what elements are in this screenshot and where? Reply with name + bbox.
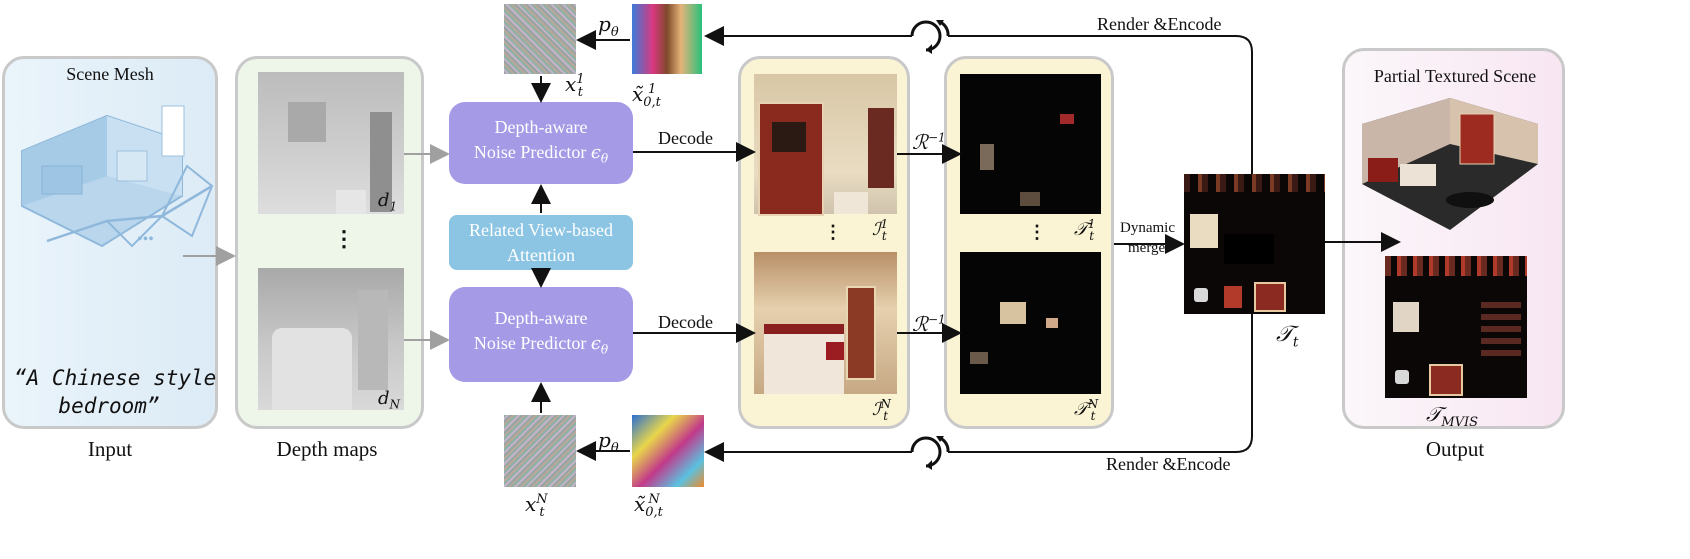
mvis-label: 𝒯MVIS <box>1426 402 1479 430</box>
merged-texture-label: 𝒯t <box>1276 322 1299 351</box>
p-theta-top: pθ <box>598 12 619 40</box>
decode-label-bottom: Decode <box>658 312 713 332</box>
cycle-icon-top <box>910 20 950 54</box>
textured-scene-image <box>1362 98 1538 230</box>
feedback-top <box>948 35 1253 174</box>
noise-predictor-bottom: Depth-aware Noise Predictor ϵθ <box>449 287 633 382</box>
rinv-top: ℛ−1 <box>912 130 946 154</box>
view-image-1 <box>754 74 897 216</box>
merged-texture <box>1184 174 1325 314</box>
prompt-line-1: “A Chinese style <box>14 366 217 390</box>
attention-line1: Related View-based <box>468 219 614 240</box>
depth-label-top: d1 <box>378 190 398 214</box>
feedback-bottom <box>948 314 1253 453</box>
depth-label-bottom: dN <box>378 388 401 412</box>
texture-vdots: ⋮ <box>1028 222 1046 242</box>
merge-line1: Dynamic <box>1120 220 1175 236</box>
rinv-bottom: ℛ−1 <box>912 312 946 336</box>
render-encode-bottom: Render &Encode <box>1106 454 1231 474</box>
predictor-top-line1: Depth-aware <box>494 116 588 137</box>
p-theta-bottom: pθ <box>598 428 619 456</box>
related-view-attention: Related View-based Attention <box>449 215 633 270</box>
mvis-texture <box>1385 256 1527 398</box>
decode-label-top: Decode <box>658 128 713 148</box>
attention-line2: Attention <box>507 244 575 265</box>
noise-image-top <box>504 4 576 74</box>
scene-mesh-image: ••• <box>21 105 214 248</box>
texture-map-n <box>960 252 1101 394</box>
image-vdots: ⋮ <box>824 222 842 242</box>
predictor-top-line2: Noise Predictor ϵθ <box>473 141 609 166</box>
predicted-x0-bottom <box>632 415 704 487</box>
noise-predictor-top: Depth-aware Noise Predictor ϵθ <box>449 102 633 184</box>
texture-map-1 <box>960 74 1101 214</box>
predicted-x0-top <box>632 4 702 74</box>
predictor-bottom-line1: Depth-aware <box>494 308 588 329</box>
view-image-n <box>754 252 897 394</box>
prompt-line-2: bedroom” <box>58 394 160 418</box>
svg-text:•••: ••• <box>137 231 154 248</box>
input-caption: Input <box>87 437 133 461</box>
output-caption: Output <box>1425 437 1485 461</box>
depth-vdots: ⋮ <box>333 226 355 251</box>
depth-map-n <box>258 268 404 410</box>
render-encode-top: Render &Encode <box>1097 14 1222 34</box>
scene-mesh-title: Scene Mesh <box>66 64 154 84</box>
depth-caption: Depth maps <box>276 437 378 461</box>
predictor-bottom-line2: Noise Predictor ϵθ <box>473 333 609 357</box>
noise-image-bottom <box>504 415 576 487</box>
depth-map-1 <box>258 72 404 214</box>
output-title: Partial Textured Scene <box>1373 66 1537 86</box>
cycle-icon-bottom <box>910 436 950 470</box>
